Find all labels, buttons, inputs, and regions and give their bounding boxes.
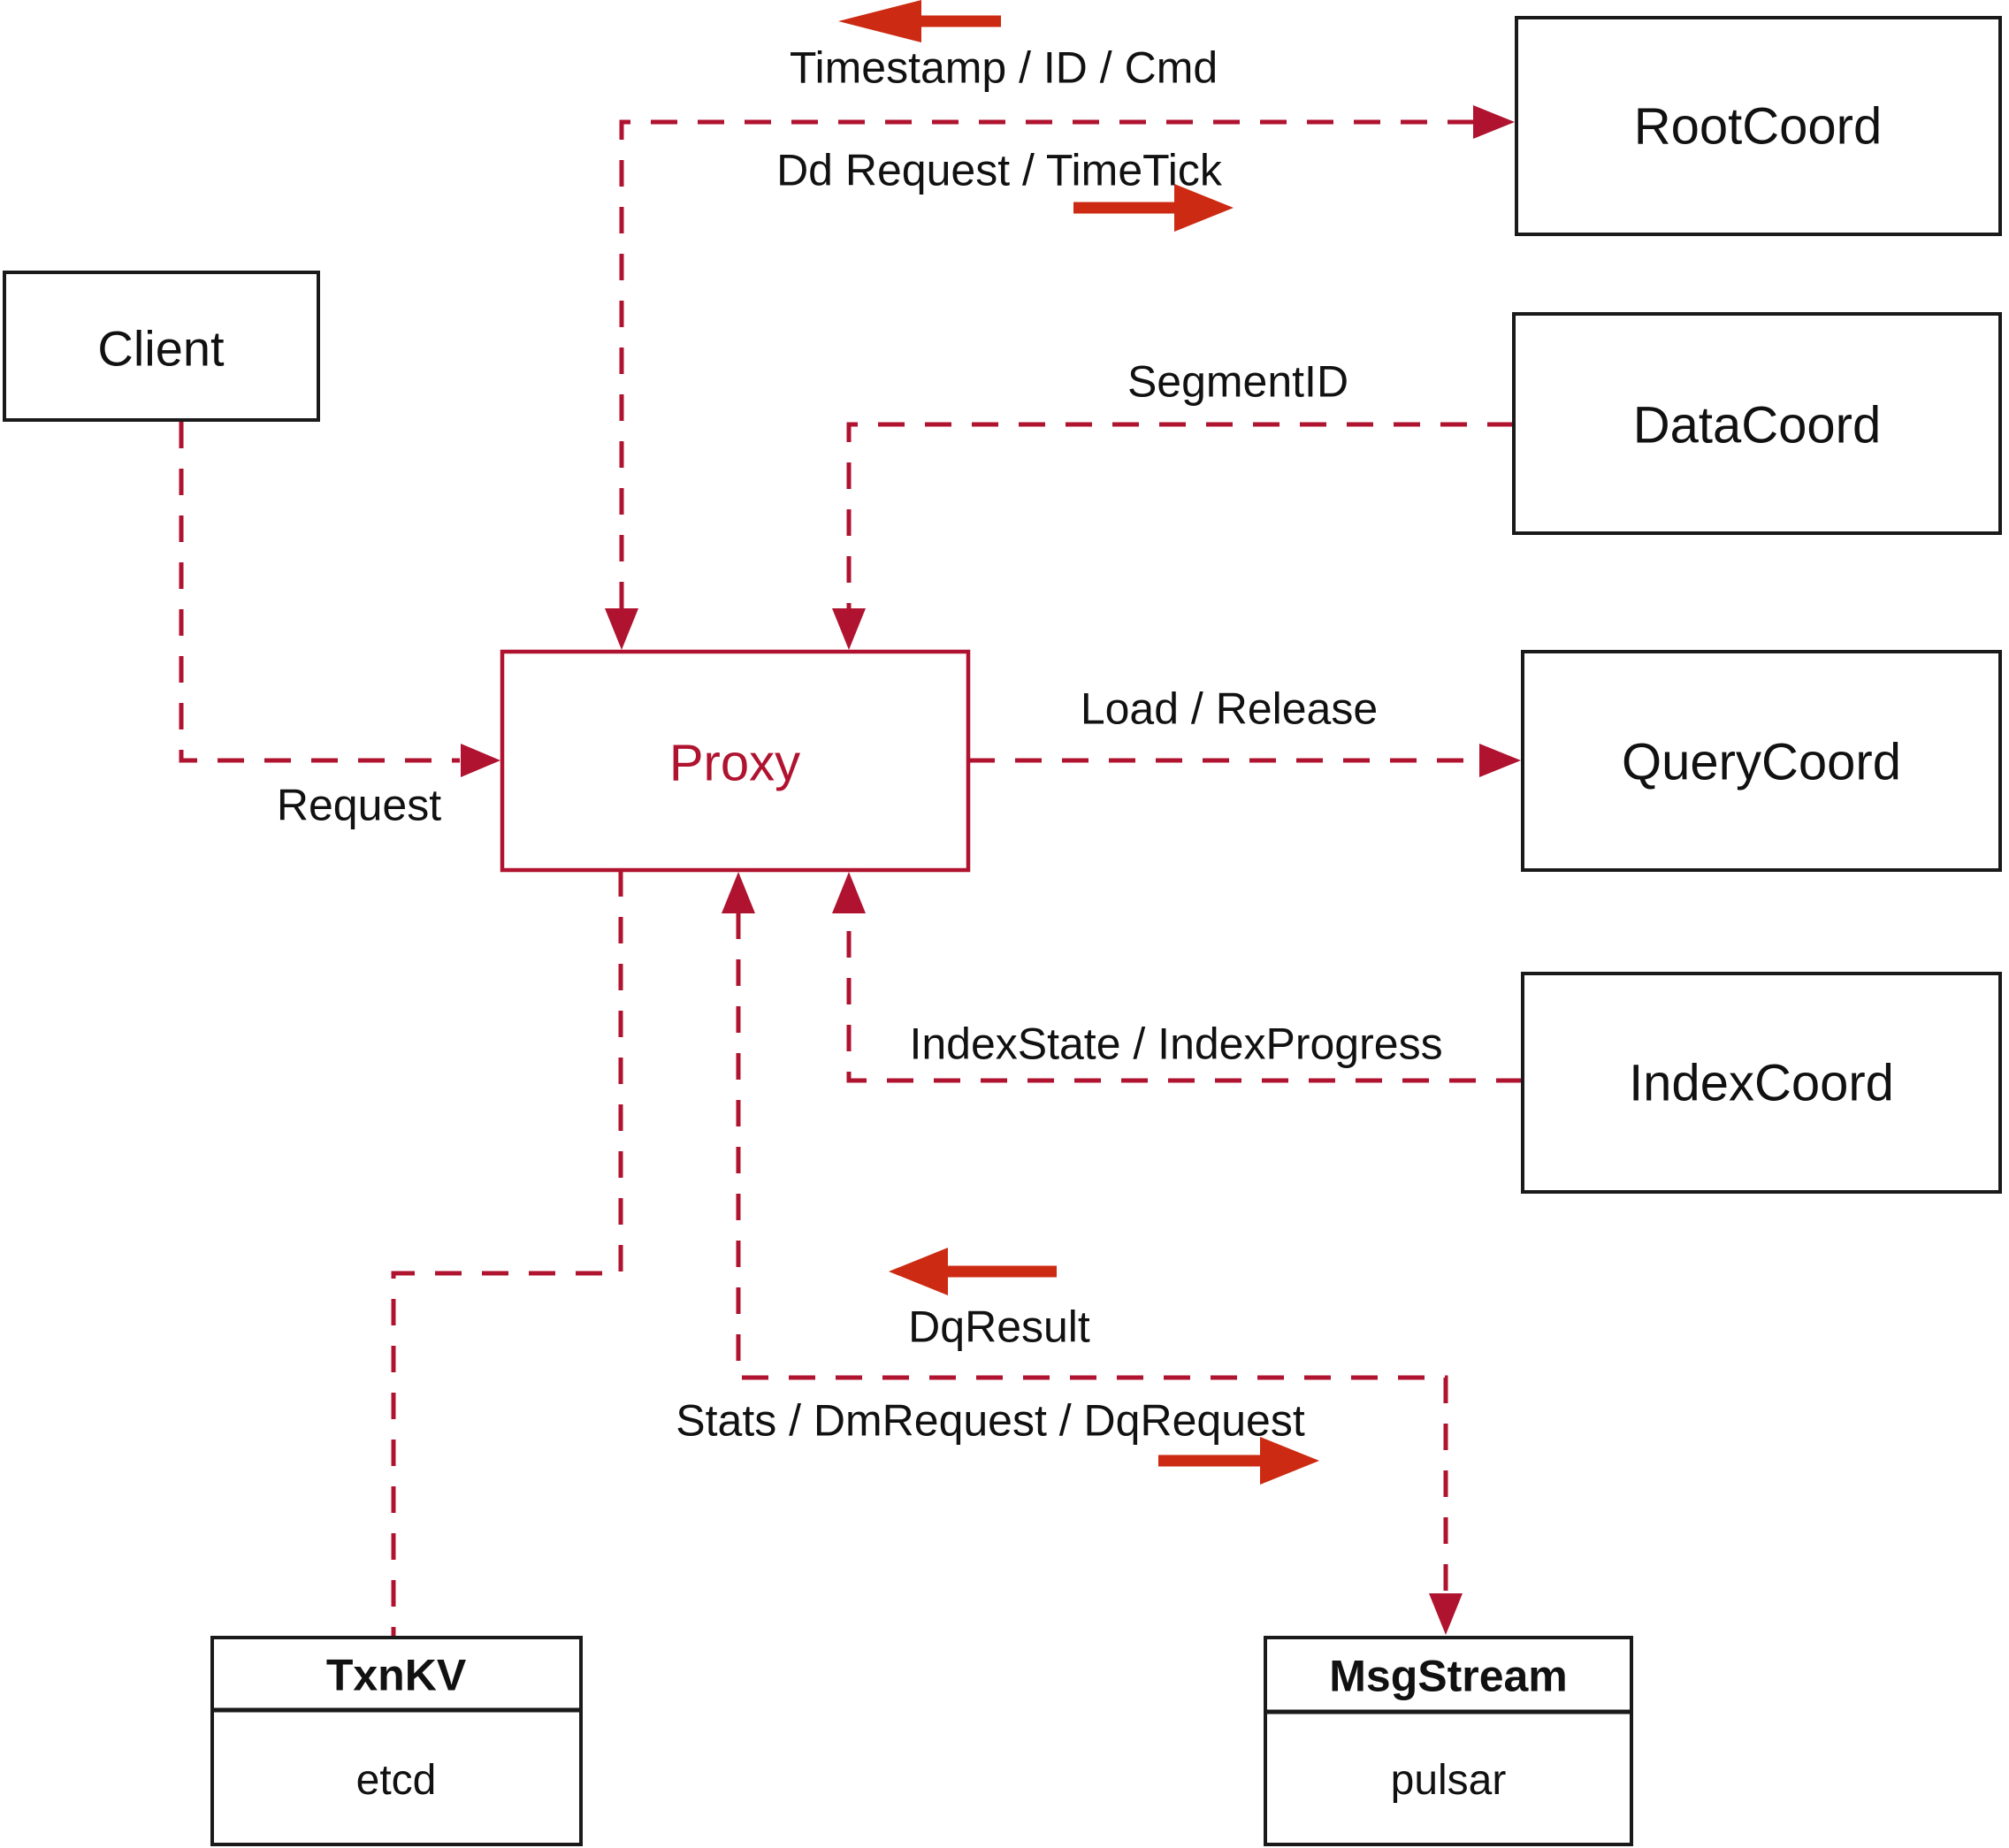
arrowhead-into-proxy-bottom-left xyxy=(722,872,755,913)
node-querycoord: QueryCoord xyxy=(1521,650,2002,872)
arrowhead-into-proxy-top-right xyxy=(832,608,866,650)
indexcoord-box xyxy=(1521,972,2002,1194)
direction-arrow-right-icon-top xyxy=(1174,184,1234,232)
node-rootcoord: RootCoord xyxy=(1515,16,2002,236)
txnkv-title: TxnKV xyxy=(326,1651,467,1700)
node-client: Client xyxy=(3,271,320,422)
proxy-box xyxy=(500,649,971,873)
rootcoord-box xyxy=(1515,16,2002,236)
indexcoord-label: IndexCoord xyxy=(1629,1054,1894,1111)
arrowhead-into-querycoord xyxy=(1479,744,1521,777)
edge-client-to-proxy xyxy=(179,422,460,763)
client-box xyxy=(3,271,320,422)
txnkv-subtitle: etcd xyxy=(356,1757,437,1804)
label-load-release: Load / Release xyxy=(1081,684,1378,734)
label-index-state-progress: IndexState / IndexProgress xyxy=(909,1019,1442,1069)
direction-arrow-left-icon-top xyxy=(838,0,921,42)
label-request: Request xyxy=(277,781,441,830)
txnkv-box xyxy=(210,1636,583,1846)
msgstream-subtitle: pulsar xyxy=(1391,1757,1507,1804)
label-segment-id: SegmentID xyxy=(1127,357,1348,407)
rootcoord-label: RootCoord xyxy=(1634,97,1882,155)
client-label: Client xyxy=(97,321,225,377)
node-indexcoord: IndexCoord xyxy=(1521,972,2002,1194)
label-dq-result: DqResult xyxy=(908,1302,1090,1352)
querycoord-label: QueryCoord xyxy=(1622,733,1901,790)
arrowhead-into-msgstream xyxy=(1429,1593,1463,1635)
label-timestamp-id-cmd: Timestamp / ID / Cmd xyxy=(790,43,1218,93)
edge-datacoord-to-proxy xyxy=(846,422,1514,608)
arrowhead-into-proxy-left xyxy=(461,744,500,777)
node-proxy: Proxy xyxy=(500,649,971,873)
arrowhead-into-proxy-bottom-right xyxy=(832,872,866,913)
direction-arrow-right-icon-stats xyxy=(1260,1437,1319,1485)
edge-proxy-rootcoord xyxy=(619,119,1473,608)
msgstream-box xyxy=(1264,1636,1633,1846)
arrowhead-into-rootcoord xyxy=(1473,105,1515,139)
node-datacoord: DataCoord xyxy=(1512,312,2002,535)
edge-indexcoord-to-proxy xyxy=(846,913,1523,1083)
datacoord-label: DataCoord xyxy=(1633,396,1881,454)
arrowhead-into-proxy-top-left xyxy=(605,608,638,650)
label-stats-dm-dq: Stats / DmRequest / DqRequest xyxy=(676,1396,1305,1446)
msgstream-title: MsgStream xyxy=(1329,1652,1568,1701)
proxy-label: Proxy xyxy=(669,734,800,791)
edge-proxy-msgstream xyxy=(736,913,1448,1593)
edge-proxy-txnkv xyxy=(391,870,623,1636)
datacoord-box xyxy=(1512,312,2002,535)
node-msgstream: MsgStream pulsar xyxy=(1264,1636,1633,1846)
direction-arrow-left-icon-dqresult xyxy=(889,1248,948,1295)
label-dd-request-timetick: Dd Request / TimeTick xyxy=(776,146,1223,195)
node-txnkv: TxnKV etcd xyxy=(210,1636,583,1846)
querycoord-box xyxy=(1521,650,2002,872)
